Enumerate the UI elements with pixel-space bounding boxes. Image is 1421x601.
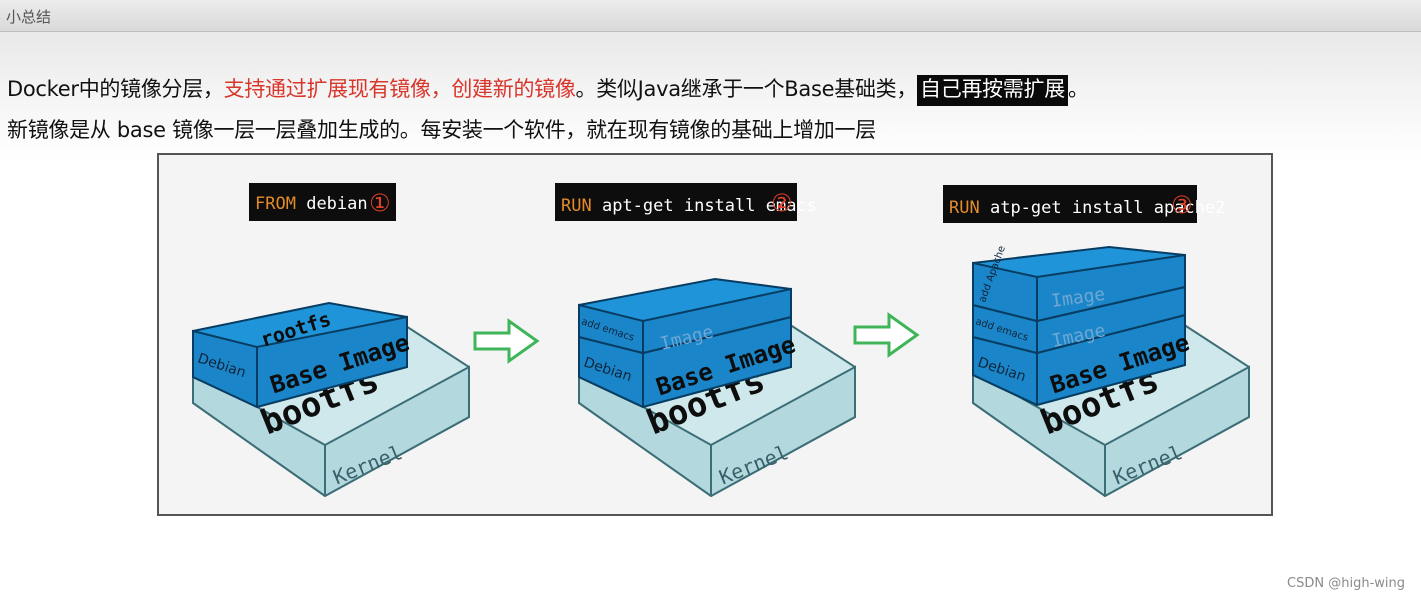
step-number-2: ② [771,189,793,217]
line1-text-end: 。 [1068,77,1089,101]
step-3: RUN atp-get install apache2 ③ bootfs Ker… [943,185,1249,496]
arrow-right-icon-1 [475,321,537,361]
layer-stack-3: bootfs Kernel Base Image Debian Image ad… [973,244,1249,496]
layer-stack-2: bootfs Kernel Base Image Debian Image ad… [579,279,855,496]
section-header-bar: 小总结 [0,0,1421,32]
summary-line-2: 新镜像是从 base 镜像一层一层叠加生成的。每安装一个软件，就在现有镜像的基础… [7,114,876,144]
layer-stack-1: bootfs Kernel Base Image Debian rootfs [193,303,469,496]
line1-text-red: 支持通过扩展现有镜像，创建新的镜像 [224,77,576,101]
step-1: FROM debian ① bootfs Kernel Base Image D… [193,183,469,496]
command-keyword-2: RUN [561,196,592,216]
svg-text:FROM debian: FROM debian [255,194,368,214]
arrow-right-icon-2 [855,315,917,355]
step-number-3: ③ [1171,191,1193,219]
command-text-1: debian [306,194,367,214]
section-title: 小总结 [6,6,51,27]
command-keyword-3: RUN [949,198,980,218]
step-number-1: ① [369,189,391,217]
summary-line-1: Docker中的镜像分层，支持通过扩展现有镜像，创建新的镜像。类似Java继承于… [7,73,1089,103]
line1-text-a: Docker中的镜像分层， [7,77,224,101]
command-keyword-1: FROM [255,194,296,214]
line1-text-b: 。类似Java继承于一个Base基础类， [576,77,918,101]
image-layers-diagram: FROM debian ① bootfs Kernel Base Image D… [157,153,1273,516]
watermark-credit: CSDN @high-wing [1287,576,1405,591]
step-2: RUN apt-get install emacs ② bootfs Kerne… [555,183,855,496]
line1-highlight: 自己再按需扩展 [917,75,1068,106]
